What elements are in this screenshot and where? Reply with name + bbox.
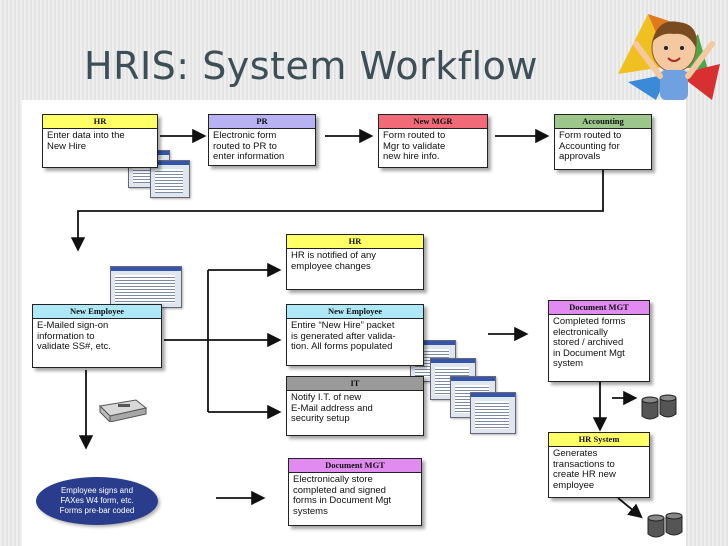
it-box: IT Notify I.T. of new E-Mail address and…	[286, 376, 424, 436]
hr-notify-box: HR HR is notified of any employee change…	[286, 234, 424, 290]
fax-machine-icon	[98, 399, 148, 422]
form-screenshot-icon	[470, 392, 516, 434]
arrow-hrsystem-to-db	[617, 497, 643, 519]
hr-entry-box: HR Enter data into the New Hire	[42, 114, 158, 168]
box-header: New MGR	[379, 115, 487, 129]
box-header: IT	[287, 377, 423, 391]
box-header: New Employee	[33, 305, 161, 319]
box-header: Document MGT	[549, 301, 649, 315]
document-mgt-bottom-box: Document MGT Electronically store comple…	[288, 458, 422, 526]
new-employee-left-box: New Employee E-Mailed sign-on informatio…	[32, 304, 162, 368]
box-text: Form routed to Accounting for approvals	[559, 130, 622, 162]
box-text: Form routed to Mgr to validate new hire …	[383, 130, 446, 162]
cartoon-mascot	[618, 14, 720, 100]
box-header: Document MGT	[289, 459, 421, 473]
box-header: New Employee	[287, 305, 423, 319]
accounting-box: Accounting Form routed to Accounting for…	[554, 114, 652, 170]
database-icon	[647, 512, 683, 538]
box-text: Electronically store completed and signe…	[293, 474, 392, 517]
form-screenshot-icon	[150, 160, 190, 198]
new-mgr-box: New MGR Form routed to Mgr to validate n…	[378, 114, 488, 168]
box-text: Electronic form routed to PR to enter in…	[213, 130, 285, 162]
box-text: Notify I.T. of new E-Mail address and se…	[291, 392, 373, 424]
employee-fax-oval: Employee signs and FAXes W4 form, etc. F…	[36, 477, 158, 525]
box-text: HR is notified of any employee changes	[291, 250, 377, 272]
box-header: PR	[209, 115, 315, 129]
page-title: HRIS: System Workflow	[84, 44, 538, 88]
box-text: Completed forms electronically stored / …	[553, 316, 626, 369]
form-screenshot-icon	[110, 266, 182, 308]
arrow-accounting-to-employee	[70, 170, 604, 252]
box-header: Accounting	[555, 115, 651, 129]
hr-system-box: HR System Generates transactions to crea…	[548, 432, 650, 498]
document-mgt-right-box: Document MGT Completed forms electronica…	[548, 300, 650, 382]
pr-box: PR Electronic form routed to PR to enter…	[208, 114, 316, 166]
box-header: HR System	[549, 433, 649, 447]
box-header: HR	[43, 115, 157, 129]
box-header: HR	[287, 235, 423, 249]
box-text: Entire “New Hire” packet is generated af…	[291, 320, 396, 352]
database-icon	[641, 394, 677, 420]
box-text: Generates transactions to create HR new …	[553, 448, 616, 491]
new-employee-mid-box: New Employee Entire “New Hire” packet is…	[286, 304, 424, 366]
box-text: Enter data into the New Hire	[47, 130, 125, 152]
box-text: E-Mailed sign-on information to validate…	[37, 320, 111, 352]
